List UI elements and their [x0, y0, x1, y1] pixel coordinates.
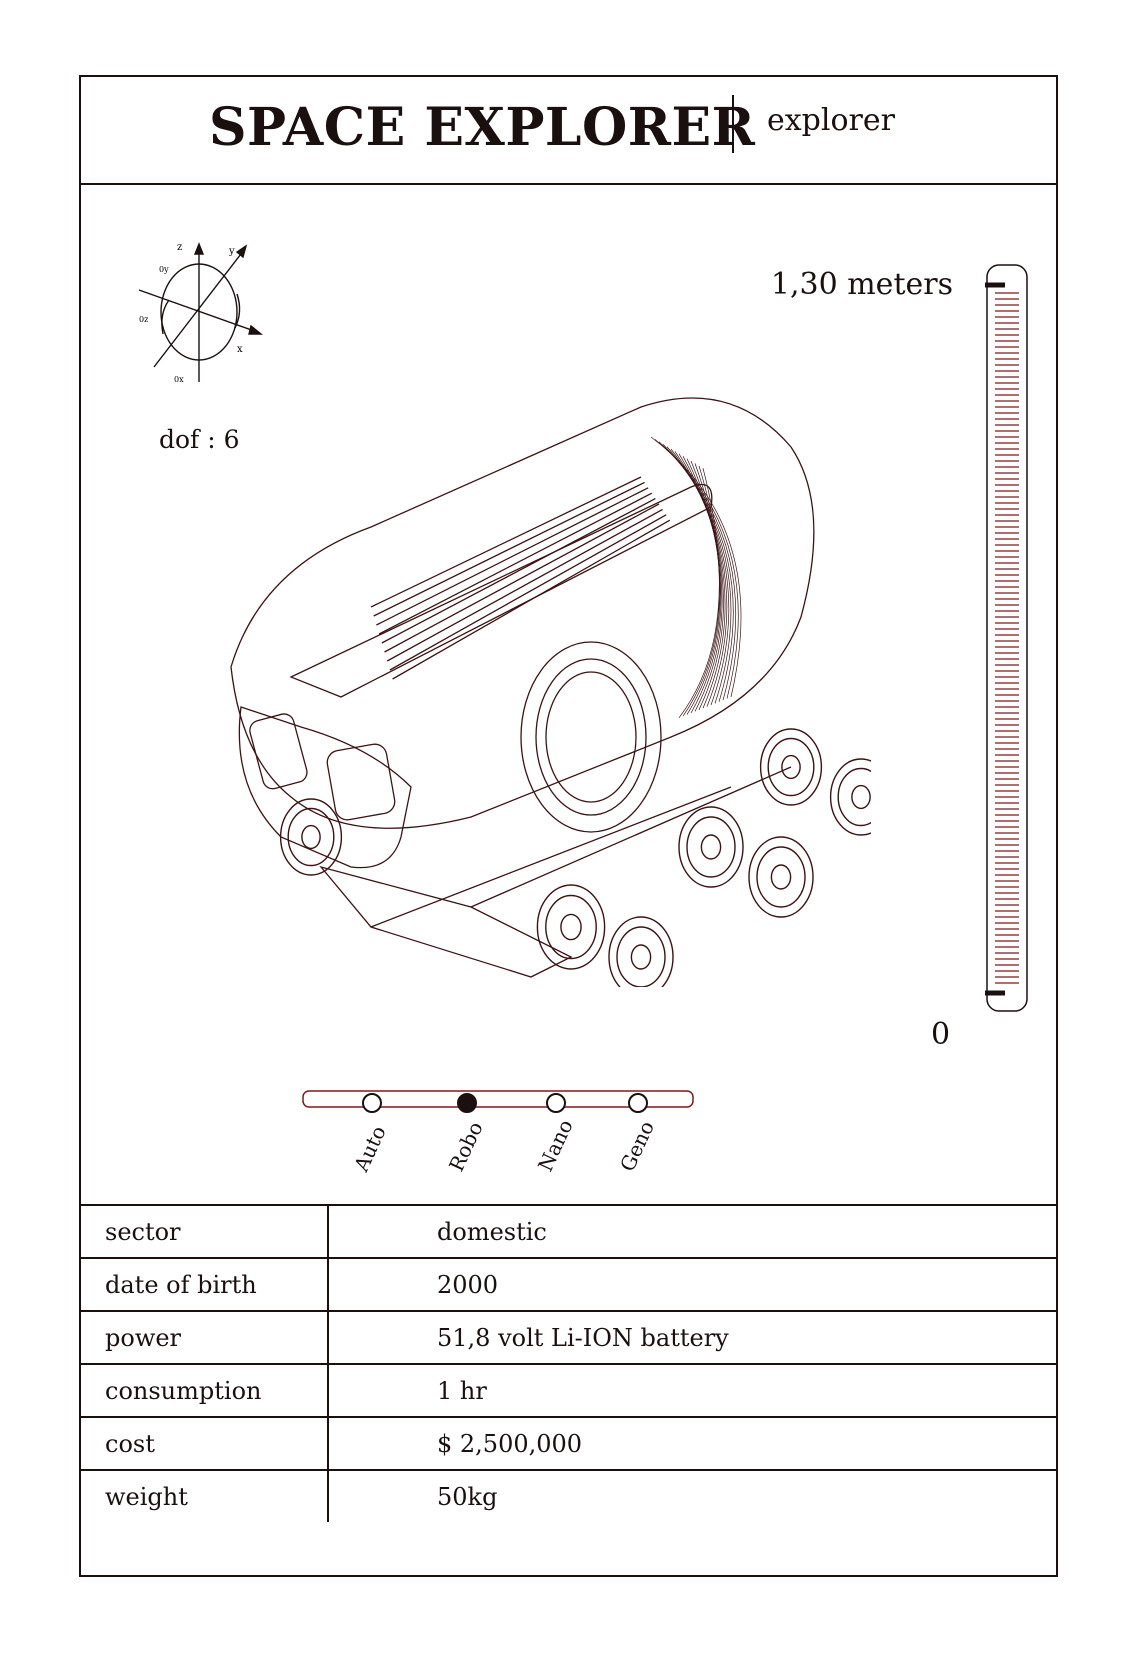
type-option-robo[interactable] — [457, 1093, 477, 1113]
axes-icon: z y x 0y 0z 0x — [138, 242, 263, 384]
spec-card: SPACE EXPLORER explorer z y x 0y 0z 0x d… — [79, 75, 1058, 1577]
spec-key: power — [81, 1310, 329, 1364]
axis-oz-label: 0z — [139, 315, 148, 324]
spec-value: 50kg — [328, 1469, 1056, 1522]
axis-z-label: z — [177, 242, 182, 253]
axis-oy-label: 0y — [159, 265, 169, 274]
type-selector — [302, 1090, 694, 1108]
spec-value: 1 hr — [328, 1363, 1056, 1417]
type-option-nano[interactable] — [546, 1093, 566, 1113]
axis-ox-label: 0x — [174, 375, 184, 384]
type-option-auto[interactable] — [362, 1093, 382, 1113]
spec-key: cost — [81, 1416, 329, 1470]
spec-key: sector — [81, 1204, 329, 1258]
spec-row: cost$ 2,500,000 — [81, 1416, 1056, 1470]
height-ruler — [985, 264, 1028, 1012]
axis-x-label: x — [237, 344, 243, 355]
spec-key: weight — [81, 1469, 329, 1522]
card-subtitle: explorer — [767, 103, 895, 138]
rover-illustration — [230, 397, 871, 987]
spec-value: $ 2,500,000 — [328, 1416, 1056, 1470]
axis-y-label: y — [228, 246, 235, 257]
card-title: SPACE EXPLORER — [209, 97, 756, 158]
scale-bottom-label: 0 — [931, 1017, 951, 1052]
spec-key: date of birth — [81, 1257, 329, 1311]
spec-value: 2000 — [328, 1257, 1056, 1311]
spec-value: 51,8 volt Li-ION battery — [328, 1310, 1056, 1364]
title-divider — [732, 95, 734, 153]
card-header: SPACE EXPLORER explorer — [81, 77, 1056, 185]
spec-value: domestic — [328, 1204, 1056, 1258]
spec-key: consumption — [81, 1363, 329, 1417]
type-option-geno[interactable] — [628, 1093, 648, 1113]
type-option-label: Auto — [349, 1122, 391, 1176]
scale-top-label: 1,30 meters — [770, 267, 953, 302]
dof-label: dof : 6 — [159, 425, 240, 454]
